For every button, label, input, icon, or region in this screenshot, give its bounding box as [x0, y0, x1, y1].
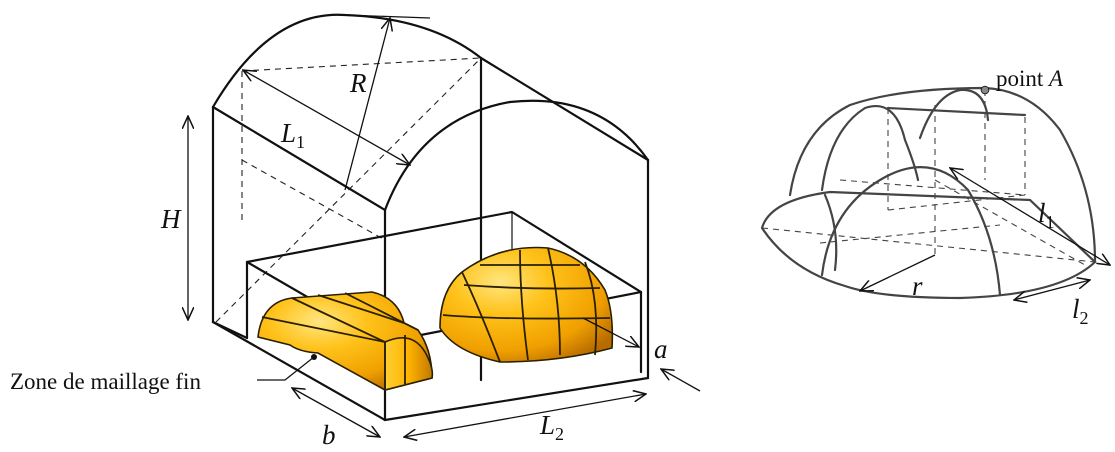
b-dimension-arrow [292, 388, 380, 437]
zone-leader-line [257, 356, 315, 381]
inner-arc-3 [820, 166, 1002, 297]
L2-dimension-arrow [404, 394, 646, 437]
label-H: H [160, 204, 182, 234]
diagonal-hidden-2 [241, 159, 386, 241]
label-a: a [654, 334, 668, 364]
large-domain [188, 13, 701, 437]
l1-dimension-arrow [950, 168, 1110, 265]
inner-box-base-left [211, 320, 249, 340]
label-fine-mesh-zone: Zone de maillage fin [10, 369, 201, 394]
label-l1: l1 [1038, 198, 1055, 232]
label-b: b [322, 420, 336, 450]
half-cylinder-dome [257, 291, 434, 392]
label-point-A: point A [996, 66, 1064, 91]
r-dimension-arrow [860, 254, 936, 291]
L1-dimension-arrow [243, 70, 410, 165]
l2-dimension-arrow [1014, 280, 1090, 300]
quarter-sphere-detail [760, 85, 1110, 300]
roof-front-arc [383, 99, 650, 212]
label-r: r [912, 271, 923, 301]
point-A-marker [980, 85, 990, 95]
back-top-edge-hidden [241, 57, 482, 72]
label-L2: L2 [539, 410, 564, 444]
roof-back-arc [211, 13, 483, 109]
zone-marker-dot [311, 354, 317, 360]
inner-arc-2 [823, 193, 838, 272]
label-L1: L1 [280, 118, 305, 152]
label-l2: l2 [1072, 294, 1089, 328]
inner-arc-4 [918, 88, 990, 140]
a-dimension-arrow-upper [582, 317, 639, 347]
a-dimension-arrow-lower [661, 369, 701, 392]
inner-arc-1 [820, 105, 920, 192]
outer-base-curve [760, 190, 1097, 300]
diagonal-hidden [215, 57, 482, 323]
front-top-edge [211, 105, 387, 212]
right-face-top-edge [479, 56, 650, 162]
quarter-sphere-dome [439, 246, 614, 363]
R-dimension-arrow [344, 18, 390, 191]
label-R: R [349, 68, 367, 98]
top-edge [886, 106, 1027, 117]
